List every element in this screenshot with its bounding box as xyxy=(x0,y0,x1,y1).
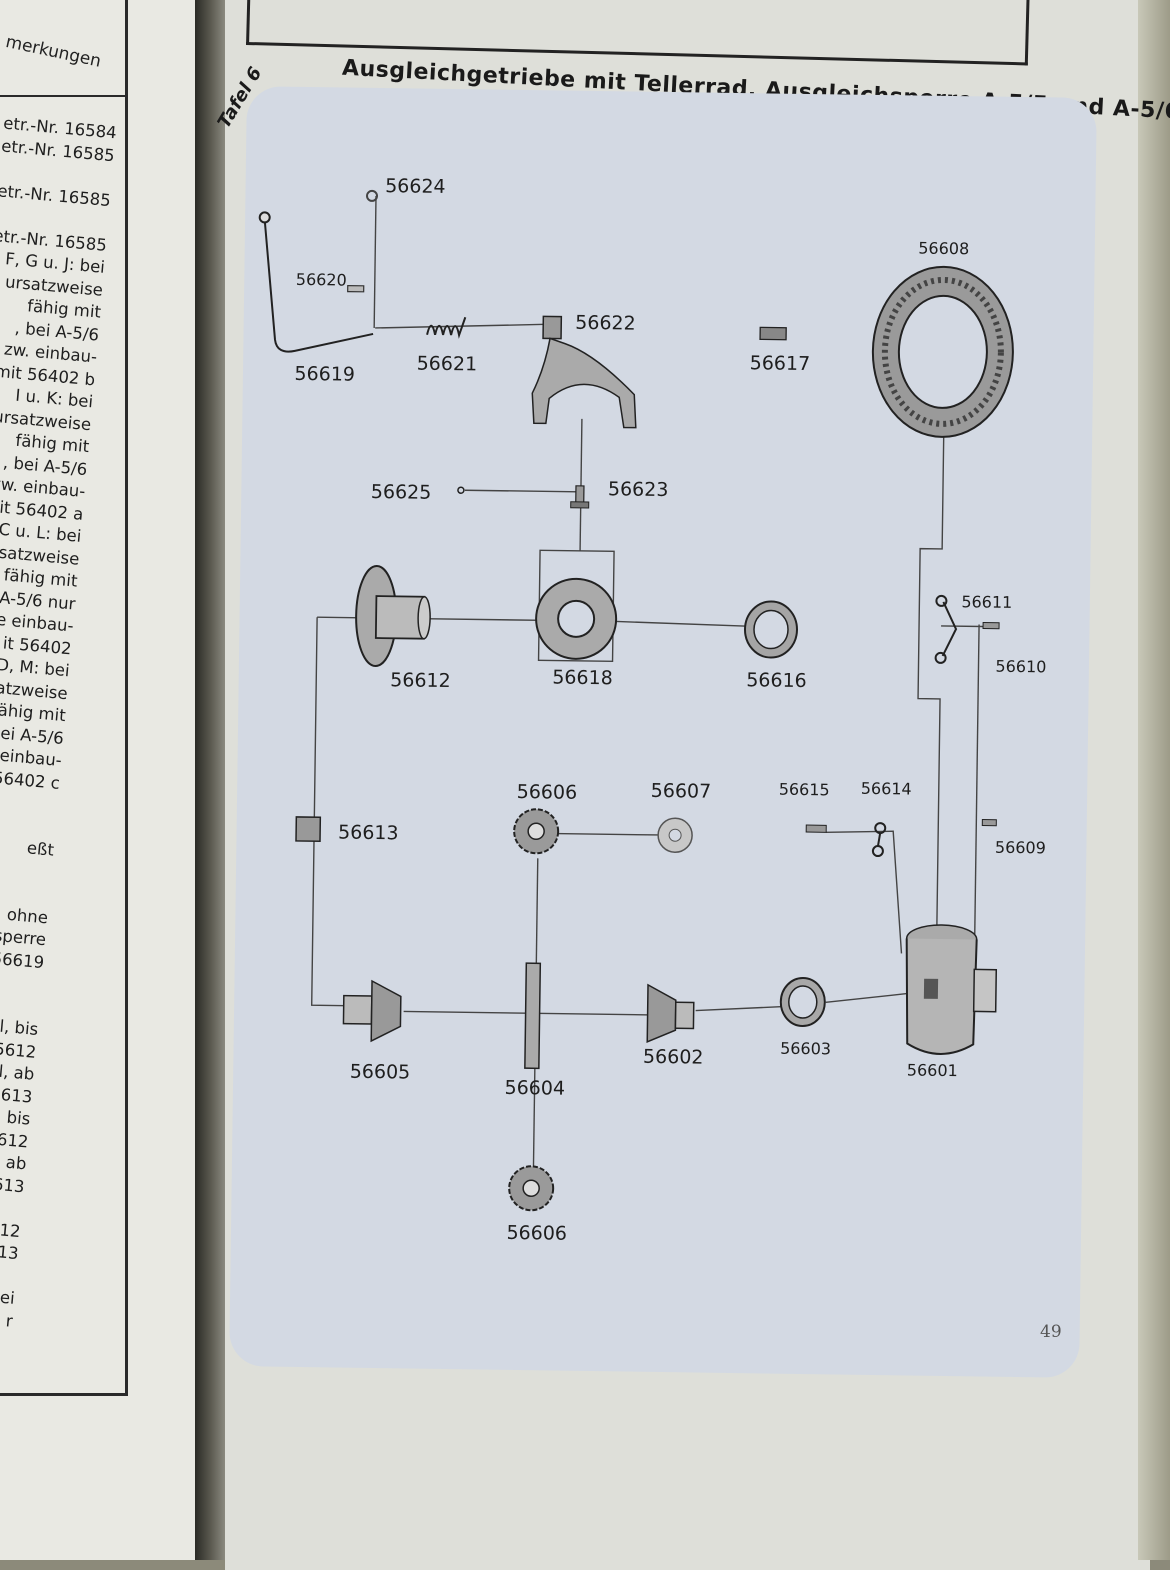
lever-part-icon xyxy=(258,211,374,353)
part-label-56604: 56604 xyxy=(504,1077,565,1100)
part-label-56608: 56608 xyxy=(918,239,969,259)
cross-shaft-part-icon xyxy=(524,962,542,1070)
part-label-56607: 56607 xyxy=(651,780,712,803)
pinion-gear-bottom-part-icon xyxy=(508,1165,555,1212)
part-label-56614: 56614 xyxy=(861,779,912,799)
differential-case-part-icon xyxy=(905,924,998,1055)
part-label-56620: 56620 xyxy=(296,270,347,290)
left-page-frame xyxy=(0,0,128,1396)
part-label-56621: 56621 xyxy=(417,353,478,376)
part-label-56610: 56610 xyxy=(995,657,1046,677)
housing-flange-part-icon xyxy=(355,565,431,668)
washer-part-icon xyxy=(743,600,798,659)
part-label-56601: 56601 xyxy=(907,1060,958,1080)
part-label-56603: 56603 xyxy=(780,1039,831,1059)
small-bolt-part-icon xyxy=(981,819,997,827)
spring-part-icon xyxy=(426,316,467,339)
part-label-56612: 56612 xyxy=(390,669,451,692)
part-label-56623: 56623 xyxy=(608,478,669,501)
screw-and-link-part-icon xyxy=(805,822,887,858)
part-label-56617: 56617 xyxy=(750,352,811,375)
part-label-56616: 56616 xyxy=(746,669,807,692)
part-label-56611: 56611 xyxy=(961,592,1012,612)
page-edge xyxy=(1138,0,1170,1560)
part-label-56619: 56619 xyxy=(294,363,355,386)
part-label-56622: 56622 xyxy=(575,312,636,335)
connector-lines xyxy=(310,195,992,1194)
page-number: 49 xyxy=(1040,1322,1062,1342)
pin-part-icon xyxy=(347,189,379,293)
part-label-56605: 56605 xyxy=(350,1061,411,1084)
side-gear-right-part-icon xyxy=(646,983,695,1043)
ring-flange-part-icon xyxy=(535,577,618,660)
shift-fork-part-icon xyxy=(531,315,637,429)
part-label-56613: 56613 xyxy=(338,822,399,845)
clip-part-icon xyxy=(934,594,1000,664)
thrust-washer-part-icon xyxy=(779,977,826,1028)
spacer-part-icon xyxy=(759,326,787,341)
part-label-56625: 56625 xyxy=(371,481,432,504)
spherical-washer-part-icon xyxy=(657,817,693,853)
pinion-gear-part-icon xyxy=(513,808,560,855)
left-page-header-rule xyxy=(0,95,125,97)
ring-gear-part-icon xyxy=(871,265,1014,438)
sleeve-part-icon xyxy=(295,816,322,843)
side-gear-part-icon xyxy=(342,979,402,1043)
part-label-56615: 56615 xyxy=(779,780,830,800)
small-pin-part-icon xyxy=(457,485,590,509)
part-label-56606-bottom: 56606 xyxy=(506,1222,567,1245)
part-label-56606-top: 56606 xyxy=(517,781,578,804)
part-label-56609: 56609 xyxy=(995,838,1046,858)
part-label-56624: 56624 xyxy=(385,175,446,198)
part-label-56602: 56602 xyxy=(643,1046,704,1069)
part-label-56618: 56618 xyxy=(552,666,613,689)
